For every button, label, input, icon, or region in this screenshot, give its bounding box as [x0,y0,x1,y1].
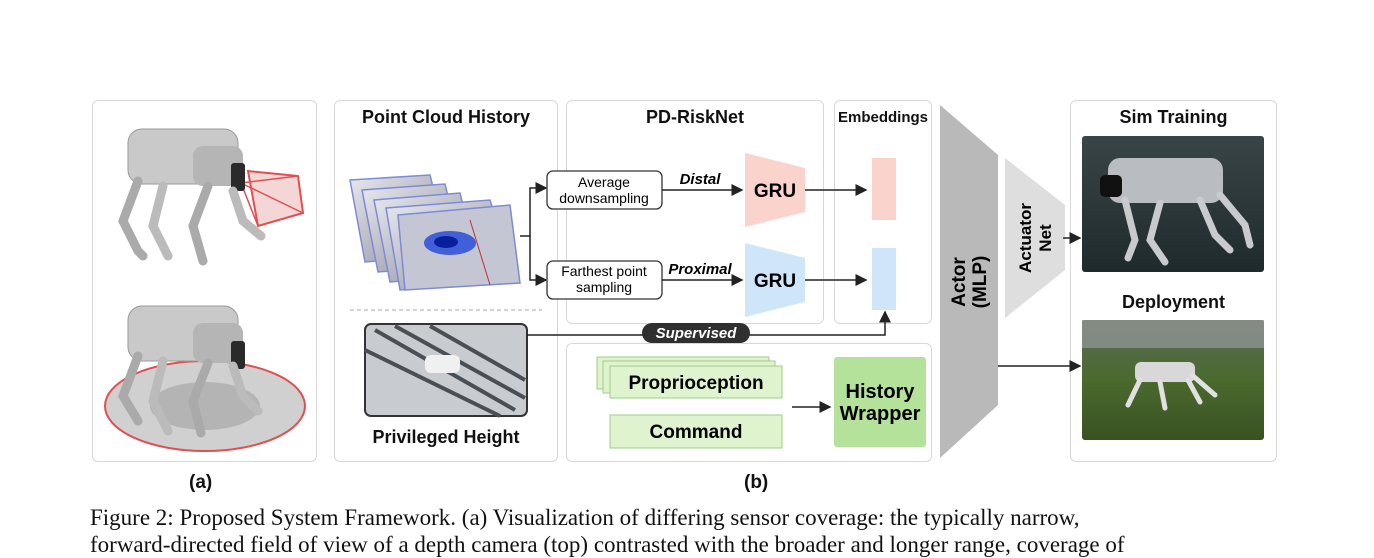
label-b: (b) [744,472,769,493]
gru-proximal-label: GRU [754,271,796,292]
actuator-line2: Net [1036,224,1055,252]
pd-risknet-title: PD-RiskNet [645,107,745,127]
sim-training-title: Sim Training [1119,107,1228,127]
sim-training-image [1082,136,1264,272]
actuator-net-node [1005,158,1065,318]
fps-line1: Farthest point [561,263,647,279]
history-line2: Wrapper [840,403,921,425]
actuator-line1: Actuator [1016,203,1035,273]
edge-pc-to-avg [520,182,548,237]
proprioception-node [609,365,783,399]
supervised-label: Supervised [656,325,738,342]
caption-line1: Figure 2: Proposed System Framework. (a)… [90,505,1080,530]
label-a: (a) [189,472,213,493]
fps-line2: sampling [576,279,632,295]
panel-a [92,100,317,462]
embedding-distal [872,158,896,220]
avg-line1: Average [578,174,630,190]
actor-line1: Actor [949,257,970,307]
proprioception-label: Proprioception [628,373,763,394]
gru-distal-label: GRU [754,181,796,202]
robot-bottom-image [104,305,306,452]
point-cloud-title: Point Cloud History [362,107,530,127]
actor-mlp-node [940,105,998,458]
actor-line2: (MLP) [970,256,991,309]
robot-sensor-illustration [104,128,306,452]
gru-proximal-node [745,243,805,317]
distal-label: Distal [680,171,722,188]
history-wrapper-node [834,357,926,447]
history-line1: History [846,381,916,403]
robot-top-image [118,128,305,266]
command-node [609,414,783,449]
caption-line2: forward-directed field of view of a dept… [90,532,1125,557]
command-label: Command [650,422,743,443]
edge-pc-to-fps [529,236,548,286]
proximal-label: Proximal [668,261,732,278]
point-cloud-frames-image [349,174,521,291]
deployment-image [1082,320,1264,440]
embeddings-title: Embeddings [837,109,928,126]
privileged-height-title: Privileged Height [372,427,520,447]
gru-distal-node [745,153,805,227]
privileged-height-image [364,323,528,418]
deployment-title: Deployment [1121,292,1226,312]
supervised-badge [642,323,750,343]
embedding-proximal [872,248,896,310]
avg-line2: downsampling [559,190,649,206]
figure-caption: Figure 2: Proposed System Framework. (a)… [90,504,1290,558]
